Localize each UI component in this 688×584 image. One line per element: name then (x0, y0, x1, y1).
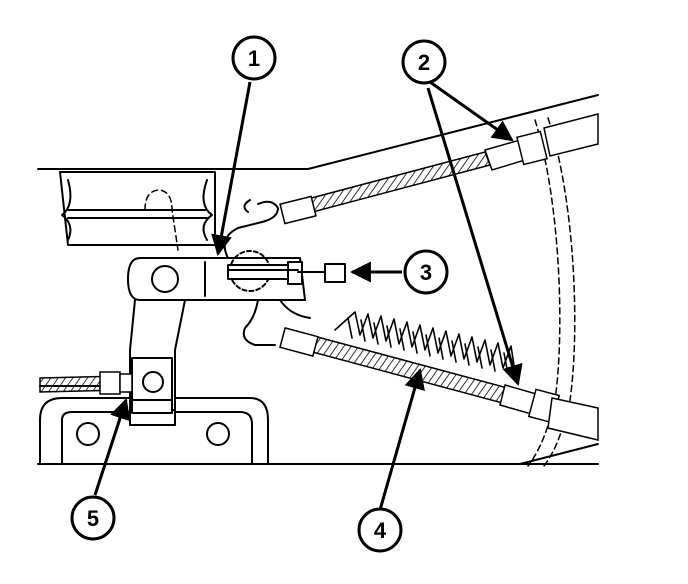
callout-5-label: 5 (87, 506, 99, 531)
upper-cable (279, 113, 599, 225)
dashed-body-outline (527, 117, 576, 467)
hidden-bracket (144, 189, 179, 251)
leader-2b (426, 87, 523, 387)
callout-5: 5 (70, 495, 116, 541)
lower-cable (279, 327, 599, 441)
return-spring (334, 311, 517, 379)
left-cable (39, 371, 133, 395)
leader-lines (93, 80, 523, 511)
callout-4-label: 4 (374, 518, 387, 543)
crossmember-block (59, 171, 216, 246)
callout-1-label: 1 (248, 46, 260, 71)
callout-2: 2 (401, 39, 447, 85)
callout-4: 4 (357, 507, 403, 553)
leader-2a (429, 80, 514, 142)
callout-3-label: 3 (420, 260, 432, 285)
leader-1 (211, 81, 252, 257)
callout-3: 3 (403, 249, 449, 295)
callout-2-label: 2 (418, 50, 430, 75)
lever-arm (129, 299, 186, 426)
leader-5 (93, 398, 131, 496)
leader-4 (378, 367, 425, 511)
callout-1: 1 (231, 35, 277, 81)
equalizer-bracket (127, 250, 346, 301)
